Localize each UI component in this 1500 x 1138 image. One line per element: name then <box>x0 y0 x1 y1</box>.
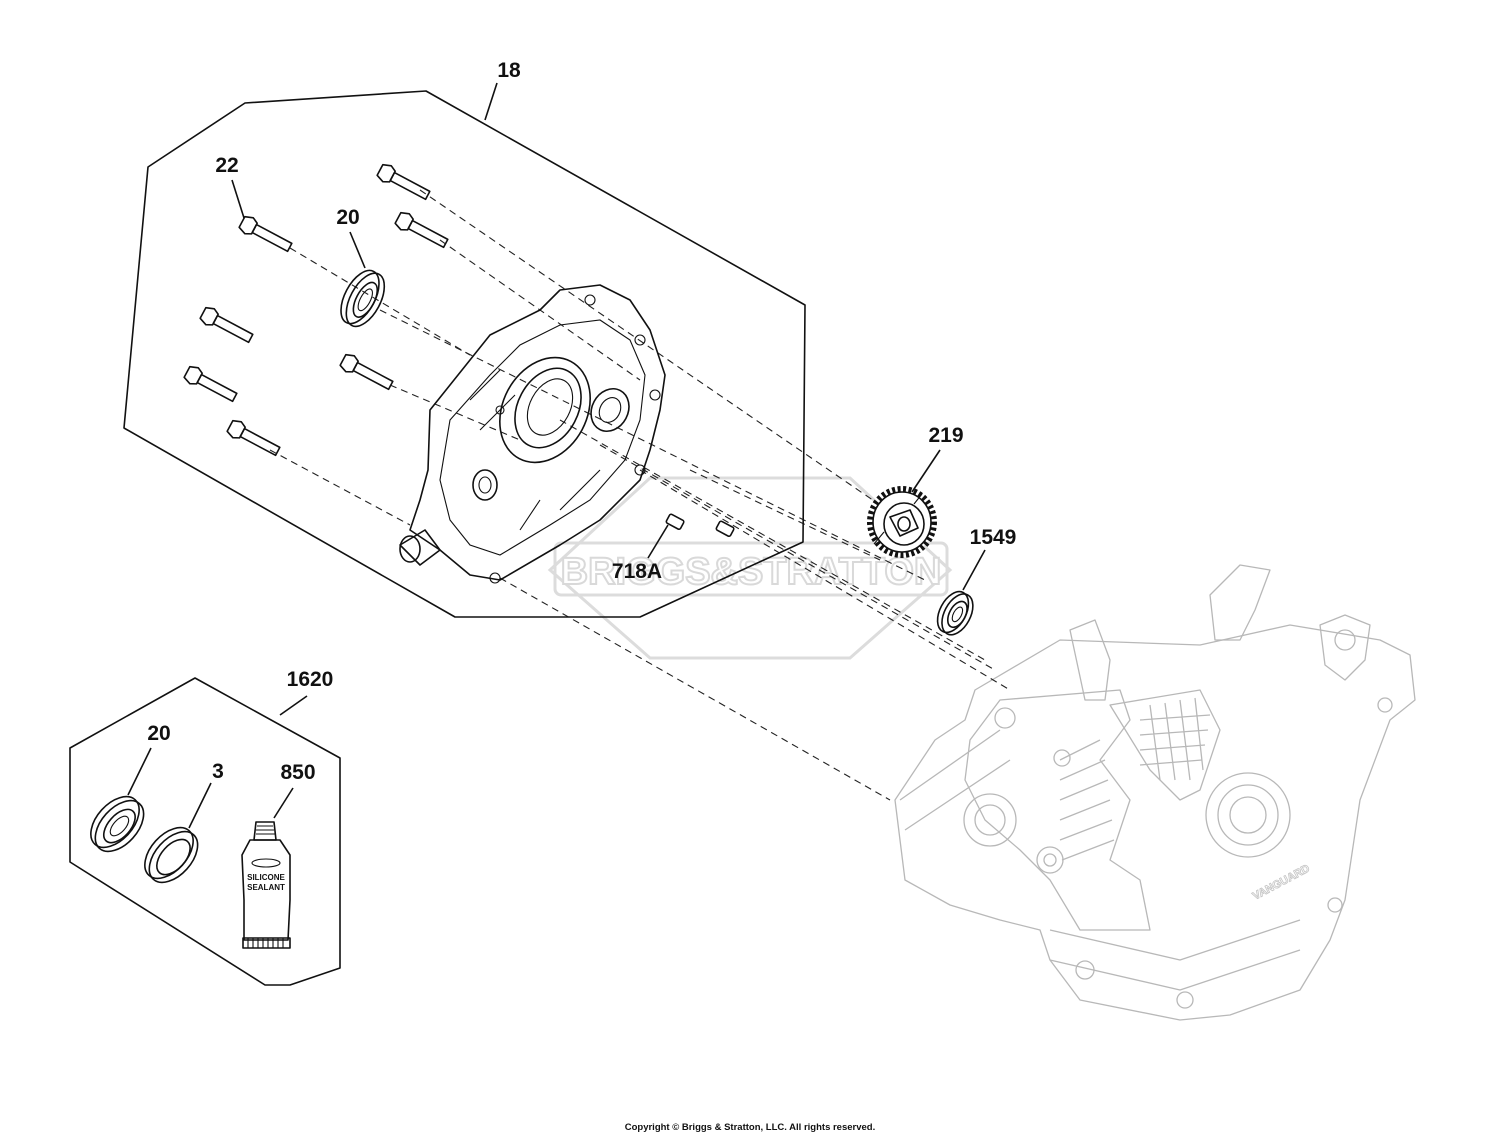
crankcase-cover <box>399 284 666 584</box>
part-label-20-top[interactable]: 20 <box>336 206 359 229</box>
engine-block-ghost: VANGUARD <box>894 564 1416 1021</box>
bolt-icon <box>199 306 254 344</box>
part-label-18[interactable]: 18 <box>497 59 521 82</box>
leader-1549 <box>962 549 986 591</box>
part-label-22[interactable]: 22 <box>215 154 238 177</box>
leader-18 <box>484 82 498 121</box>
leader-3 <box>188 782 212 829</box>
oil-seal-icon <box>90 795 145 853</box>
gear-icon <box>867 486 937 558</box>
leader-850 <box>273 787 294 819</box>
dowel-pin-icon <box>715 520 735 538</box>
brand-watermark: BRIGGS&STRATTON <box>547 476 953 660</box>
assembly-leader-lines <box>269 189 1011 801</box>
leader-22 <box>231 179 245 219</box>
dowel-pin-icon <box>665 513 685 531</box>
leader-20-top <box>349 231 366 269</box>
kit-18-boundary <box>123 90 806 618</box>
bolt-icon <box>394 211 449 249</box>
part-label-1620[interactable]: 1620 <box>287 668 334 691</box>
part-label-20-kit[interactable]: 20 <box>147 722 170 745</box>
bolt-icon <box>226 419 281 457</box>
part-label-850[interactable]: 850 <box>280 761 315 784</box>
leader-1620 <box>279 695 308 716</box>
bolt-icon <box>183 365 238 403</box>
part-label-3[interactable]: 3 <box>212 760 224 783</box>
sealant-tube-icon: SILICONE SEALANT <box>241 821 291 949</box>
bolt-icon <box>376 163 431 201</box>
engine-badge: VANGUARD <box>1251 863 1312 903</box>
oil-seal-icon <box>340 269 386 328</box>
leader-20-kit <box>127 747 152 796</box>
kit-1620-boundary <box>69 677 341 986</box>
part-label-718a[interactable]: 718A <box>612 560 662 583</box>
copyright-notice: Copyright © Briggs & Stratton, LLC. All … <box>624 1122 876 1133</box>
bearing-icon <box>936 590 974 636</box>
tube-label-line1: SILICONE <box>247 873 285 882</box>
watermark-text: BRIGGS&STRATTON <box>561 551 942 593</box>
part-label-1549[interactable]: 1549 <box>970 526 1017 549</box>
leader-219 <box>911 449 941 493</box>
seal-ring-icon <box>144 826 199 884</box>
leader-718a <box>647 524 669 559</box>
bolt-icon <box>238 215 293 253</box>
bolt-icon <box>339 353 394 391</box>
tube-label-line2: SEALANT <box>247 883 285 892</box>
part-label-219[interactable]: 219 <box>928 424 963 447</box>
bolt-group <box>183 163 449 457</box>
